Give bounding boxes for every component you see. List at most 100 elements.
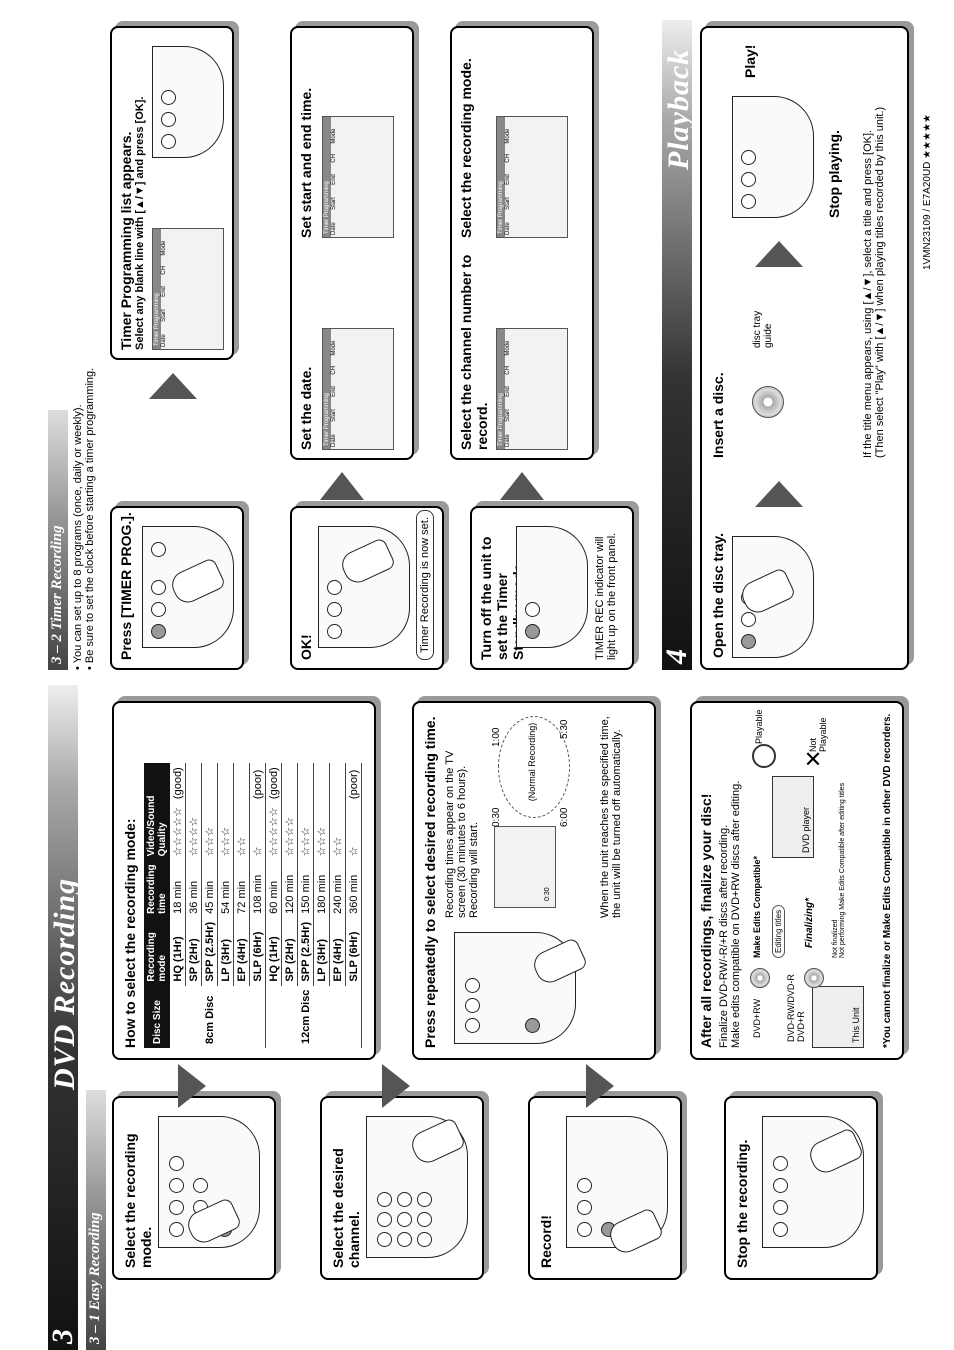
table-cell: (poor) [345,763,362,804]
disc-size-cell: 12cm Disc [299,989,312,1044]
cycle-3: 6:00 [559,807,570,827]
ok-title: OK! [298,634,314,660]
section3-number: 3 [46,1329,79,1344]
table-cell: 108 min [249,860,266,918]
otr-panel: Press repeatedly to select desired recor… [412,701,656,1060]
arrow-icon [382,1064,410,1108]
screen-column-header: CH [331,154,337,163]
table-row: SLP (6Hr)108 min☆(poor) [249,763,266,1048]
dvdrw-label: DVD+RW [752,998,762,1038]
playback-panel: Open the disc tray. Insert a disc. disc … [700,26,909,670]
screen-column-header: End [331,174,337,185]
table-cell: 18 min [170,860,186,918]
step-select-channel-title: Select the desired channel. [330,1148,362,1268]
disc-size-cell [330,986,346,1048]
finalize-footnote: *You cannot finalize or Make Edits Compa… [882,713,893,1048]
screen-column-header: Mode [505,128,511,144]
timer-recording-label: 3 – 2 Timer Recording [49,525,65,664]
section3-title: DVD Recording [48,877,81,1090]
disc-size-cell [234,986,250,1048]
timer-list-title: Timer Programming list appears. [118,131,134,350]
screen-column-header: End [505,174,511,185]
table-cell: 240 min [329,860,346,918]
table-row: LP (3Hr)54 min☆☆☆ [217,763,234,1048]
screen-column-header: Date [505,434,511,447]
screen-column-header: End [161,286,167,297]
disc-size-cell [282,986,298,1048]
table-header: Disc Size [144,985,170,1048]
stop-playing-title: Stop playing. [826,130,842,218]
table-cell: 54 min [217,860,234,918]
timer-bullet-1-text: You can set up to 8 programs (once, dail… [72,404,84,664]
table-cell: LP (3Hr) [217,917,234,986]
playable-circle-icon [752,744,776,768]
table-cell: HQ (1Hr) [170,917,186,986]
section3-header: 3 DVD Recording [46,685,81,1350]
disc-size-cell [345,985,362,1048]
remote-illustration [152,46,224,158]
tv-screen: 0:30 [494,826,556,908]
step-stop-panel: Stop the recording. [724,1096,878,1280]
disc-size-cell: 8cm Disc [203,995,216,1044]
screen-column-header: Start [331,409,337,422]
table-cell: (poor) [249,763,266,804]
table-cell [297,763,314,804]
timer-prog-title: Press [TIMER PROG.]. [118,512,134,660]
table-cell: (good) [265,763,282,804]
turn-off-note: TIMER REC indicator will light up on the… [594,532,618,660]
step-stop-title: Stop the recording. [734,1139,750,1268]
table-cell [329,763,346,804]
table-cell: ☆☆☆☆ [281,803,298,861]
table-cell: ☆☆☆ [217,803,234,861]
channel-mode-panel: Select the channel number to record. Sel… [450,26,594,460]
screen-column-header: Date [331,434,337,447]
table-cell: EP (4Hr) [233,917,250,986]
timer-bullet-2-text: Be sure to set the clock before starting… [84,367,96,664]
screen-column-header: Mode [331,128,337,144]
screen-time: 0:30 [544,887,551,901]
screen-column-header: CH [505,366,511,375]
step-select-mode-title: Select the recording mode. [122,1133,154,1268]
playable-label: Playable [754,709,764,744]
screen-column-header: Date [161,334,167,347]
disc-size-cell [218,986,234,1048]
table-cell: ☆ [345,803,362,861]
table-cell [185,763,202,804]
this-unit-label: This Unit [851,1007,861,1043]
table-header: Video/Sound Quality [144,763,170,861]
table-cell: 120 min [281,860,298,918]
table-cell: ☆☆☆ [313,803,330,861]
disc-size-cell [266,986,282,1048]
turn-off-panel: Turn off the unit to set the Timer Stand… [470,506,634,670]
dvd-player-label: DVD player [801,806,811,853]
section4-header: 4 Playback [660,20,695,670]
insert-disc-title: Insert a disc. [710,372,726,458]
mode-table-panel: How to select the recording mode: Disc S… [112,701,376,1060]
step-select-channel-panel: Select the desired channel. [320,1096,484,1280]
table-row: SP (2Hr)36 min☆☆☆☆ [185,763,202,1048]
table-header: Recording time [144,860,170,918]
step-record-panel: Record! [528,1096,682,1280]
screen-header: Timer Programming [497,117,505,237]
table-row: HQ (1Hr)18 min☆☆☆☆☆(good) [170,763,186,1048]
table-cell: ☆☆☆☆☆ [170,803,186,861]
set-time-title: Set start and end time. [298,87,314,238]
not-finalized-label: Not finalized Not performing Make Edits … [832,782,846,958]
not-playable-x-icon: ✕ [801,749,826,768]
disc-size-cell [186,986,202,1048]
time-cycle: 0:30 1:00 5:30 6:00 (Normal Recording) [491,716,570,827]
table-cell: ☆☆☆ [201,803,218,861]
ok-note: Timer Recording is now set. [416,510,434,660]
table-cell: (good) [170,763,186,804]
not-playable-label: Not Playable [808,717,828,752]
table-row: SLP (6Hr)360 min☆(poor) [345,763,362,1048]
timer-list-panel: Timer Programming list appears. Select a… [110,26,234,360]
cycle-2: 5:30 [559,719,570,739]
table-cell: SP (2Hr) [281,917,298,986]
arrow-icon [178,1064,206,1108]
table-cell [281,763,298,804]
